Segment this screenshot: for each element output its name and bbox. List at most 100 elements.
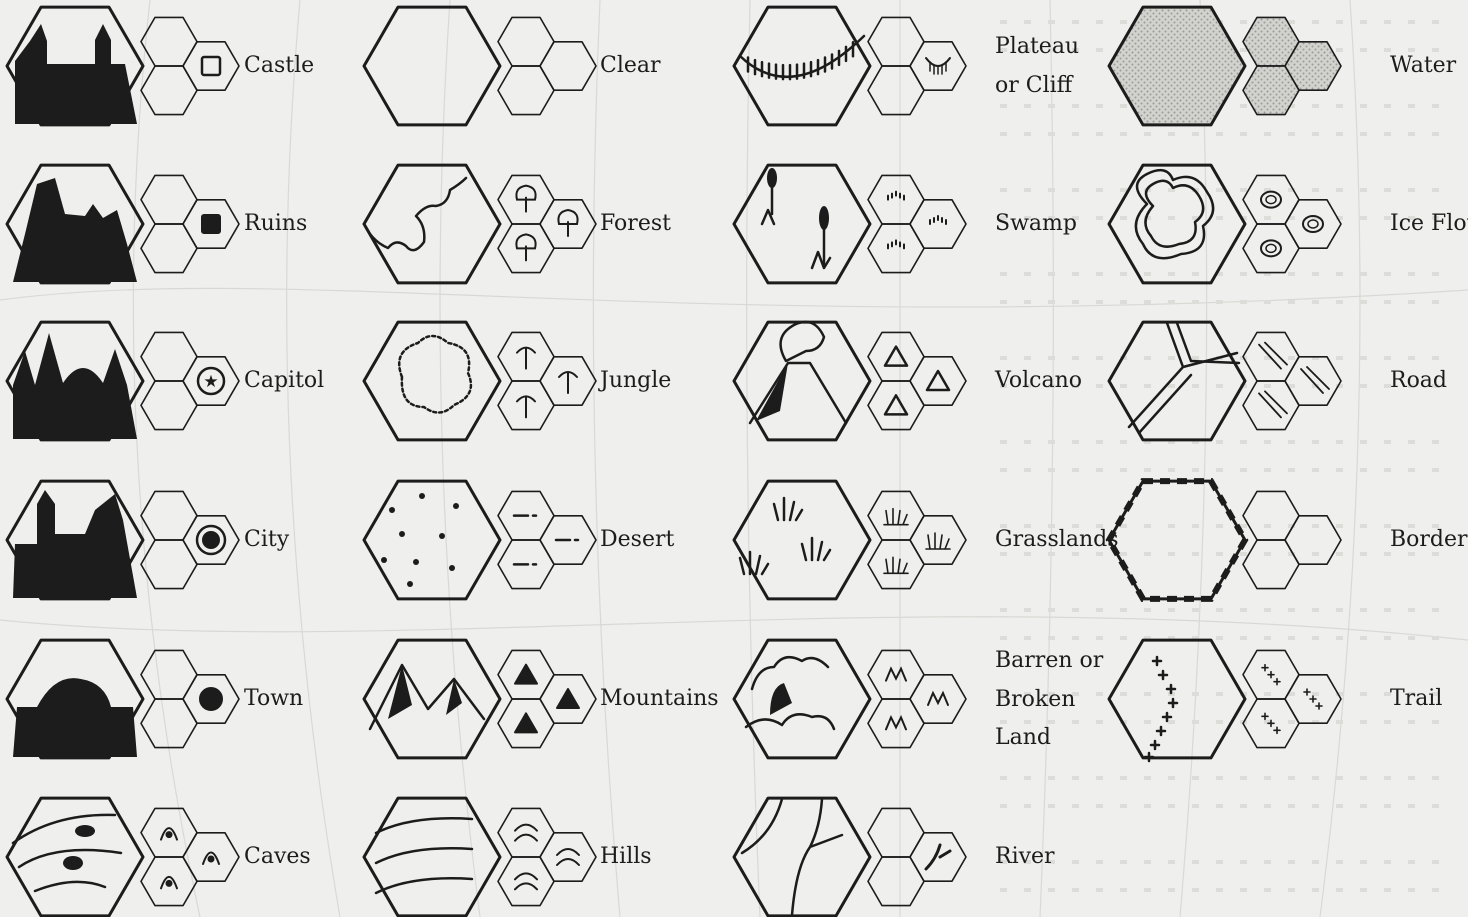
capitol-illustration — [13, 333, 137, 439]
city-map-symbol — [197, 526, 225, 554]
grasslands-map-symbol — [926, 533, 950, 549]
trail-legend-entry — [1109, 640, 1341, 761]
caves-legend-entry — [7, 798, 239, 916]
capitol-legend-entry: ★ — [7, 322, 239, 440]
grasslands-map-symbol — [884, 509, 908, 525]
city-small-hex — [141, 540, 197, 589]
plateau-label: Plateauor Cliff — [995, 28, 1079, 105]
city-legend-entry — [7, 481, 239, 599]
clear-icon — [364, 7, 500, 125]
trail-illustration — [1145, 657, 1177, 761]
jungle-legend-entry — [364, 322, 596, 440]
jungle-illustration — [399, 336, 471, 413]
castle-small-hex — [183, 42, 239, 90]
town-illustration — [13, 678, 137, 757]
mountains-label: Mountains — [600, 680, 719, 719]
iceflow-illustration — [1136, 170, 1213, 258]
ice-flow-icon — [1109, 165, 1245, 283]
volcano-label-line: Volcano — [995, 362, 1082, 401]
ruins-label-line: Ruins — [244, 205, 307, 244]
road-legend-entry — [1109, 322, 1341, 440]
swamp-label-line: Swamp — [995, 205, 1077, 244]
city-illustration — [13, 490, 137, 598]
mountains-label-line: Mountains — [600, 680, 719, 719]
volcano-legend-entry — [734, 322, 966, 440]
forest-map-symbol — [516, 186, 535, 212]
jungle-map-symbol — [517, 396, 535, 417]
plateau-legend-entry — [734, 7, 966, 125]
capitol-map-symbol: ★ — [198, 368, 224, 394]
barren-small-hex — [868, 699, 924, 748]
river-small-hex — [868, 857, 924, 906]
town-small-hex — [141, 699, 197, 748]
castle-small-hex — [141, 17, 197, 66]
ruins-legend-entry — [7, 165, 239, 283]
water-label: Water — [1390, 47, 1456, 86]
iceflow-map-symbol — [1261, 240, 1281, 256]
trail-map-symbol — [1262, 665, 1280, 685]
clear-small-hex — [498, 17, 554, 66]
river-small-hex — [910, 833, 966, 881]
plateau-small-hex — [868, 66, 924, 115]
clear-label-line: Clear — [600, 47, 661, 86]
iceflow-label-line: Ice Flow — [1390, 205, 1468, 244]
river-small-hex — [868, 808, 924, 857]
jungle-label-line: Jungle — [600, 362, 671, 401]
city-label-line: City — [244, 521, 289, 560]
barren-map-symbol — [886, 669, 906, 681]
desert-icon — [364, 481, 500, 599]
barren-illustration — [746, 657, 834, 729]
border-legend-entry — [1109, 481, 1341, 599]
border-label: Border — [1390, 521, 1468, 560]
mountains-legend-entry — [364, 640, 596, 758]
caves-map-symbol — [203, 853, 219, 865]
forest-icon — [364, 165, 500, 283]
barren-legend-entry — [734, 640, 966, 758]
clear-small-hex — [540, 42, 596, 90]
forest-label-line: Forest — [600, 205, 671, 244]
town-label: Town — [244, 680, 303, 719]
hills-label: Hills — [600, 838, 652, 877]
volcano-small-hex — [868, 381, 924, 430]
castle-map-symbol — [202, 57, 220, 75]
swamp-small-hex — [868, 175, 924, 224]
caves-label: Caves — [244, 838, 311, 877]
hills-map-symbol — [557, 849, 579, 865]
castle-legend-entry — [7, 7, 239, 125]
grasslands-map-symbol — [884, 557, 908, 573]
barren-label: Barren orBrokenLand — [995, 642, 1103, 758]
forest-legend-entry — [364, 165, 596, 283]
mountains-map-symbol — [515, 665, 537, 684]
mountains-map-symbol — [557, 689, 579, 708]
hills-illustration — [376, 818, 472, 893]
ruins-small-hex — [141, 175, 197, 224]
iceflow-label: Ice Flow — [1390, 205, 1468, 244]
hills-small-hex — [498, 857, 554, 906]
border-dashed-edge — [1109, 481, 1245, 599]
barren-small-hex — [910, 675, 966, 723]
barren-map-symbol — [886, 717, 906, 729]
river-icon — [734, 798, 870, 916]
barren-map-symbol — [928, 693, 948, 705]
road-label: Road — [1390, 362, 1447, 401]
grasslands-small-hex — [868, 491, 924, 540]
capitol-label: Capitol — [244, 362, 324, 401]
castle-illustration — [11, 15, 139, 126]
barren-land-icon — [734, 640, 870, 758]
plateau-map-symbol — [926, 58, 950, 74]
swamp-map-symbol — [888, 192, 904, 200]
castle-label: Castle — [244, 47, 314, 86]
forest-label: Forest — [600, 205, 671, 244]
town-map-symbol — [200, 688, 222, 710]
clear-label: Clear — [600, 47, 661, 86]
barren-label-line: Broken — [995, 681, 1103, 720]
castle-small-hex — [141, 66, 197, 115]
river-legend-entry — [734, 798, 966, 916]
jungle-icon — [364, 322, 500, 440]
grasslands-label: Grasslands — [995, 521, 1118, 560]
volcano-small-hex — [868, 332, 924, 381]
swamp-legend-entry — [734, 165, 966, 283]
river-label-line: River — [995, 838, 1055, 877]
ruins-small-hex — [141, 224, 197, 273]
ruins-map-symbol — [202, 215, 220, 233]
